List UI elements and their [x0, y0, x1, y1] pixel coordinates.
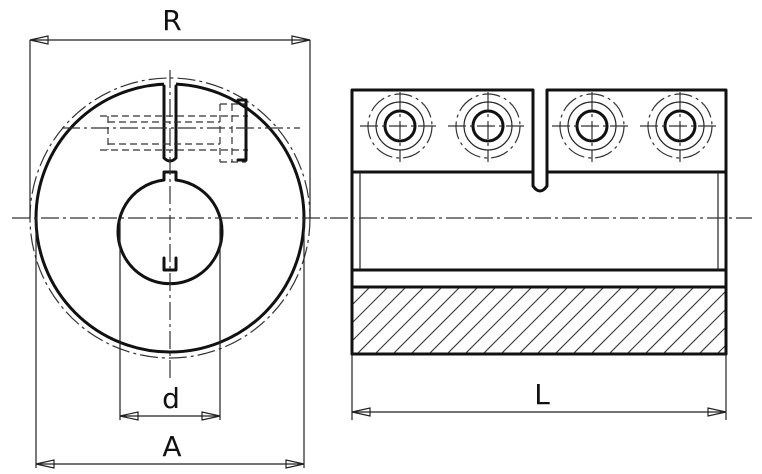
hatch-line: [519, 287, 587, 353]
hatch-line: [609, 287, 677, 353]
hatched-section-outline: [350, 285, 728, 356]
counterbore-outline: [236, 98, 248, 162]
hatch-line: [681, 308, 726, 353]
bore: [116, 170, 224, 286]
dimension-label-l: L: [534, 378, 550, 411]
side-view: [330, 88, 762, 420]
hatch-line: [717, 344, 726, 353]
hatch-line: [447, 287, 515, 353]
hatch-line: [735, 287, 762, 354]
hatch-line: [483, 287, 551, 353]
dimension-d: d: [119, 382, 221, 421]
hatch-line: [645, 287, 713, 353]
hatch-line: [591, 287, 659, 353]
hatch-line: [357, 287, 425, 353]
screw-holes: [360, 92, 720, 162]
hatch-line: [429, 287, 497, 353]
dimension-l: L: [351, 378, 727, 417]
section-hatching: [352, 287, 762, 354]
hatch-line: [352, 287, 389, 324]
hatch-line: [411, 287, 479, 353]
hatch-line: [352, 287, 371, 306]
screw-hole-2: [448, 92, 528, 162]
hatch-line: [699, 326, 726, 353]
dimension-label-d: d: [162, 382, 180, 415]
screw-hole-4: [640, 92, 720, 162]
hatch-line: [537, 287, 605, 353]
hatch-line: [465, 287, 533, 353]
side-slit: [531, 88, 549, 194]
dimension-label-r: R: [162, 4, 181, 37]
hatch-line: [753, 287, 762, 354]
hatch-line: [501, 287, 569, 353]
screw-hole-3: [552, 92, 632, 162]
dimension-r: R: [29, 4, 311, 45]
screw-hole-1: [360, 92, 440, 162]
hatch-line: [352, 287, 407, 342]
hatch-line: [375, 287, 443, 353]
hatch-line: [555, 287, 623, 353]
hatch-line: [352, 287, 353, 288]
front-view: [12, 40, 330, 468]
hatch-line: [393, 287, 461, 353]
hatch-line: [573, 287, 641, 353]
hatch-line: [627, 287, 695, 353]
dimension-label-a: A: [162, 430, 181, 463]
hatch-line: [663, 290, 726, 353]
dimension-a: A: [35, 430, 305, 469]
